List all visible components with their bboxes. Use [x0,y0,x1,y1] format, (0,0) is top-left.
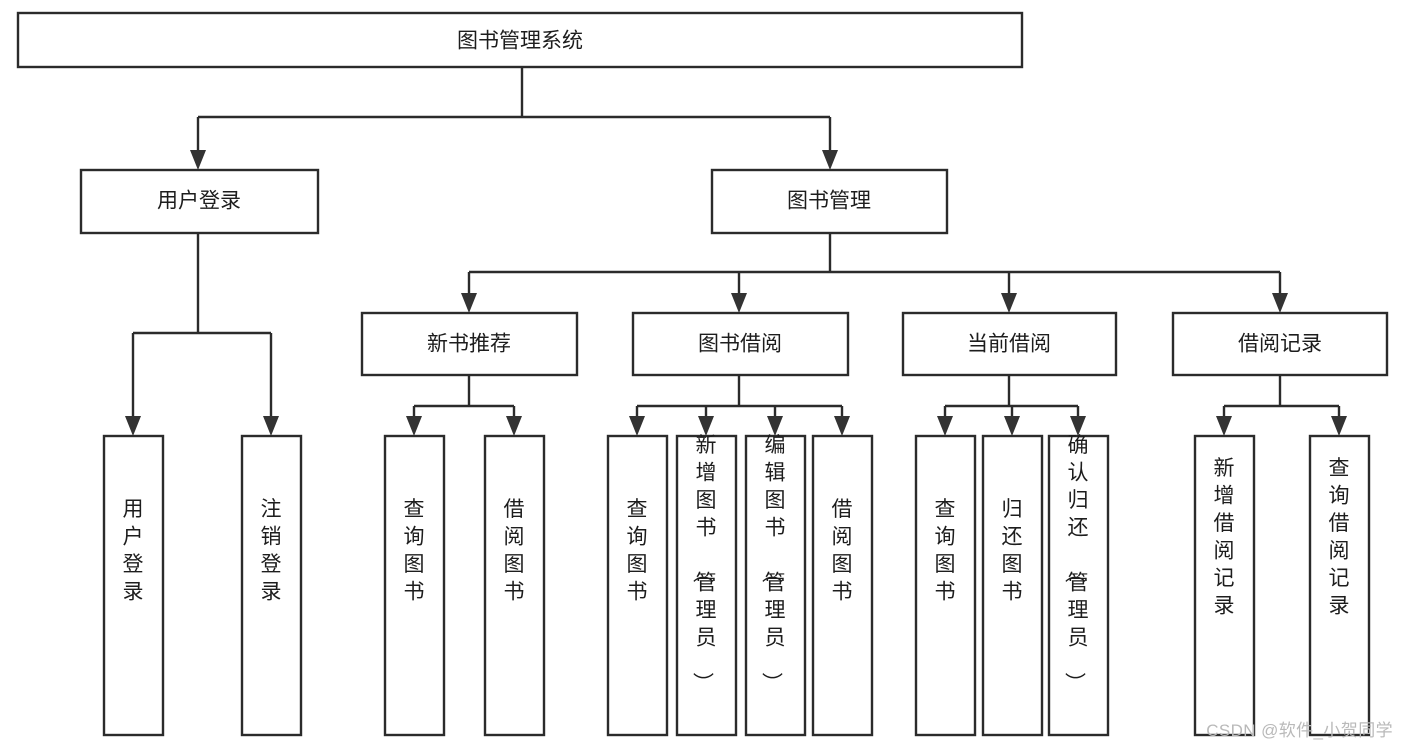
node-current-borrow[interactable]: 当前借阅 [901,311,1118,377]
leaf-query-record[interactable]: 查询借阅记录 [1308,434,1371,737]
leaf-return-book-label: 归还图书 [1002,498,1023,604]
leaf-query-record-label: 查询借阅记录 [1329,457,1350,618]
leaf-borrow-book-b-box[interactable] [811,434,874,737]
node-book-borrow[interactable]: 图书借阅 [631,311,850,377]
arrowhead-leaf-return-book [1004,416,1020,436]
arrowhead-leaf-borrow-book-b [834,416,850,436]
leaf-borrow-book-b-label: 借阅图书 [832,498,853,604]
leaf-add-book-box[interactable] [675,434,738,737]
leaf-user-login-box[interactable] [102,434,165,737]
connector-layer [125,67,1347,436]
leaf-query-book-a-box[interactable] [383,434,446,737]
leaf-confirm-return-box[interactable] [1047,434,1110,737]
leaf-query-book-c-label: 查询图书 [935,498,956,604]
leaf-confirm-return[interactable]: 确认归还（管理员） [1047,434,1110,737]
arrowhead-leaf-query-book-c [937,416,953,436]
leaf-add-record[interactable]: 新增借阅记录 [1193,434,1256,737]
arrowhead-leaf-edit-book [767,416,783,436]
arrowhead-leaf-logout [263,416,279,436]
leaf-add-book[interactable]: 新增图书（管理员） [675,434,738,737]
leaf-return-book[interactable]: 归还图书 [981,434,1044,737]
leaf-user-login-label: 用户登录 [123,498,144,604]
node-book-borrow-label: 图书借阅 [698,333,782,356]
arrowhead-book-borrow [731,293,747,313]
leaf-borrow-book-b[interactable]: 借阅图书 [811,434,874,737]
arrowhead-leaf-confirm-return [1070,416,1086,436]
leaf-query-book-b[interactable]: 查询图书 [606,434,669,737]
leaf-query-book-a-label: 查询图书 [404,498,425,604]
node-book-borrow-box[interactable] [631,311,850,377]
leaf-query-book-c-box[interactable] [914,434,977,737]
node-new-book-recommend-box[interactable] [360,311,579,377]
node-book-management-label: 图书管理 [787,190,871,213]
leaf-edit-book[interactable]: 编辑图书（管理员） [744,434,807,737]
node-user-login[interactable]: 用户登录 [79,168,320,235]
leaf-query-record-box[interactable] [1308,434,1371,737]
arrowhead-new-book [461,293,477,313]
leaf-edit-book-label: 编辑图书（管理员） [760,434,786,693]
node-user-login-box[interactable] [79,168,320,235]
arrowhead-leaf-query-record [1331,416,1347,436]
leaf-query-book-a[interactable]: 查询图书 [383,434,446,737]
arrowhead-user-login [190,150,206,170]
leaf-user-login[interactable]: 用户登录 [102,434,165,737]
leaf-return-book-box[interactable] [981,434,1044,737]
leaf-borrow-book-a[interactable]: 借阅图书 [483,434,546,737]
node-new-book-recommend[interactable]: 新书推荐 [360,311,579,377]
arrowhead-book-mgmt [822,150,838,170]
node-current-borrow-box[interactable] [901,311,1118,377]
leaf-add-record-label: 新增借阅记录 [1214,457,1235,618]
arrowhead-leaf-borrow-book-a [506,416,522,436]
node-user-login-label: 用户登录 [157,190,241,213]
leaf-logout-box[interactable] [240,434,303,737]
node-borrow-record-label: 借阅记录 [1238,333,1322,356]
leaf-query-book-c[interactable]: 查询图书 [914,434,977,737]
arrowhead-leaf-user-login [125,416,141,436]
leaf-query-book-b-box[interactable] [606,434,669,737]
arrowhead-current-borrow [1001,293,1017,313]
arrowhead-leaf-add-book [698,416,714,436]
node-borrow-record[interactable]: 借阅记录 [1171,311,1389,377]
node-borrow-record-box[interactable] [1171,311,1389,377]
leaf-borrow-book-a-label: 借阅图书 [504,498,525,604]
node-book-management[interactable]: 图书管理 [710,168,949,235]
leaf-edit-book-box[interactable] [744,434,807,737]
leaf-borrow-book-a-box[interactable] [483,434,546,737]
leaf-logout[interactable]: 注销登录 [240,434,303,737]
arrowhead-borrow-record [1272,293,1288,313]
arrowhead-leaf-add-record [1216,416,1232,436]
leaf-add-record-box[interactable] [1193,434,1256,737]
node-root-box[interactable] [16,11,1024,69]
arrowhead-leaf-query-book-b [629,416,645,436]
leaf-add-book-label: 新增图书（管理员） [691,434,717,693]
node-root-label: 图书管理系统 [457,30,583,53]
leaf-query-book-b-label: 查询图书 [627,498,648,604]
node-current-borrow-label: 当前借阅 [967,333,1051,356]
node-root[interactable]: 图书管理系统 [16,11,1024,69]
node-new-book-recommend-label: 新书推荐 [427,333,511,356]
arrowhead-leaf-query-book-a [406,416,422,436]
node-book-management-box[interactable] [710,168,949,235]
leaf-confirm-return-label: 确认归还（管理员） [1063,434,1089,693]
leaf-logout-label: 注销登录 [261,498,282,604]
node-layer: 图书管理系统 用户登录 图书管理 新书推荐 图书借阅 [16,11,1389,737]
